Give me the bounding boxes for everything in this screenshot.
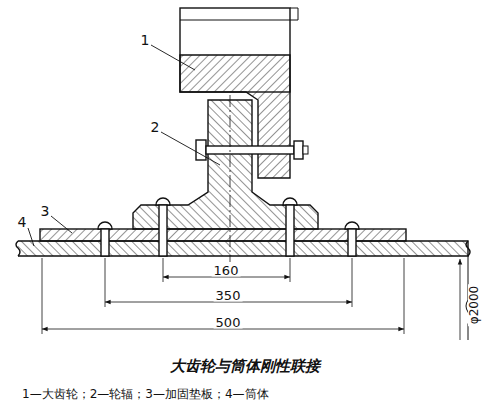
rivets [98,198,359,256]
callout-number: 4 [18,215,27,229]
dimension-text: 500 [214,316,243,329]
leader-lines [28,45,220,246]
bolt-shank [206,146,294,154]
dimension-lines [42,258,460,340]
drawing-lines [16,8,470,340]
gear-tooth [290,8,298,20]
center-line [230,95,231,262]
bolt-end [303,146,308,154]
bolt-head [196,140,206,160]
dimension-text: 350 [214,289,243,302]
callout-number: 1 [141,33,150,47]
break-line [466,241,470,256]
diameter-text: φ2000 [468,284,480,326]
gear-section [180,55,290,178]
callout-number: 3 [41,204,50,218]
figure-caption: 大齿轮与筒体刚性联接 [170,359,320,374]
gear-face [180,20,290,21]
parts-legend-note: 1—大齿轮；2—轮辐；3—加固垫板；4—筒体 [22,388,269,400]
bolt-nut [294,141,303,159]
shell-section [18,241,468,256]
callout-number: 2 [151,120,160,134]
break-line [16,241,20,256]
dimension-text: 160 [212,264,241,277]
